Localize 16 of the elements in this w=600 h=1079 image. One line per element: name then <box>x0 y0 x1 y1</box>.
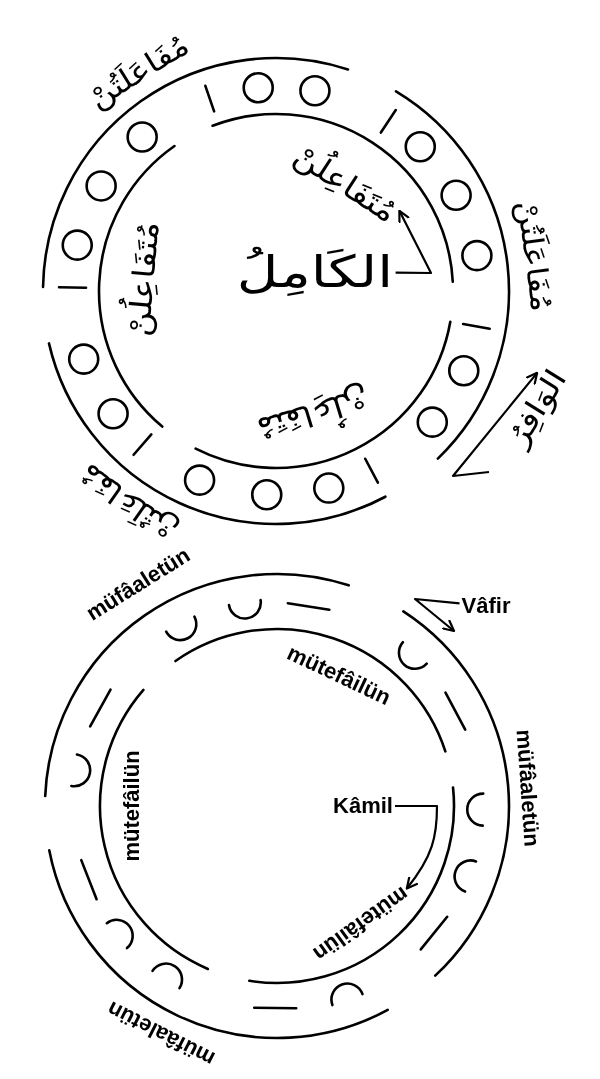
arrow <box>413 597 460 633</box>
arrow <box>451 371 539 478</box>
ring-label: مُتَفَاعِلُنْ <box>285 136 406 233</box>
arrow <box>395 804 439 890</box>
ring-label: مُفَاعَلَتُنْ <box>81 26 197 118</box>
meter-label: Vâfir <box>459 593 513 619</box>
ring-label: müfâaletün <box>511 728 546 850</box>
ring-label: مُفَاعَلَتُنْ <box>509 197 559 316</box>
ring-label: مُتَفَاعِلُنْ <box>252 379 375 449</box>
arrow <box>395 209 433 275</box>
meter-label: الوَافِرُ <box>498 361 576 455</box>
ring-label: مُفَاعَلَتُنْ <box>71 455 185 550</box>
meter-label: الكَامِلُ <box>234 245 396 299</box>
ring-label: mütefâilün <box>119 749 145 864</box>
ring-label: مُتَفَاعِلُنْ <box>120 219 167 341</box>
meter-label: Kâmil <box>331 793 395 819</box>
